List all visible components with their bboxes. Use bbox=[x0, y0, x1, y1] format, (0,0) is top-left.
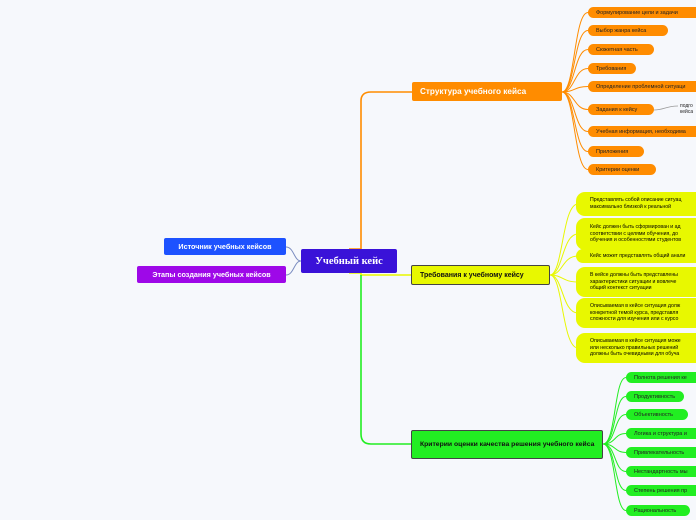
requirement-line: Кейс может представлять общий анали bbox=[590, 252, 686, 259]
task-subnote-line: подго bbox=[680, 103, 693, 109]
structure-item[interactable]: Критерии оценки bbox=[588, 164, 656, 175]
stages-node[interactable]: Этапы создания учебных кейсов bbox=[137, 266, 286, 283]
connector bbox=[561, 91, 589, 170]
structure-item[interactable]: Задания к кейсу bbox=[588, 104, 654, 115]
connector bbox=[561, 49, 589, 93]
requirement-item[interactable]: Кейс может представлять общий анали bbox=[576, 249, 696, 263]
requirement-line: конкретной темой курса, представля bbox=[590, 309, 679, 316]
structure-item[interactable]: Формулирование цели и задачи bbox=[588, 7, 696, 18]
connector bbox=[285, 246, 302, 262]
criteria-branch[interactable]: Критерии оценки качества решения учебног… bbox=[411, 430, 603, 459]
connector bbox=[285, 260, 302, 276]
task-subnote: подго кейса bbox=[680, 103, 693, 115]
requirement-line: характеристики ситуации и вовлече bbox=[590, 278, 677, 285]
connector bbox=[349, 272, 411, 276]
requirements-branch[interactable]: Требования к учебному кейсу bbox=[411, 265, 550, 285]
structure-item[interactable]: Учебная информация, необходима bbox=[588, 126, 696, 137]
requirement-line: Представлять собой описание ситуац bbox=[590, 197, 682, 204]
requirement-line: Описываемая в кейсе ситуация долж bbox=[590, 303, 681, 310]
connector bbox=[561, 12, 589, 93]
requirement-line: В кейсе должны быть представлены bbox=[590, 272, 678, 279]
requirement-line: должны быть очевидными для обуча bbox=[590, 351, 680, 358]
structure-item[interactable]: Приложения bbox=[588, 146, 644, 157]
connector bbox=[561, 30, 589, 93]
structure-item[interactable]: Выбор жанра кейса bbox=[588, 25, 668, 36]
connector bbox=[602, 414, 627, 445]
task-subnote-line: кейса bbox=[680, 109, 694, 115]
connector bbox=[602, 443, 627, 511]
criteria-item[interactable]: Объективность bbox=[626, 409, 688, 420]
criteria-item[interactable]: Полнота решения ке bbox=[626, 372, 696, 383]
connector bbox=[360, 275, 411, 445]
connector bbox=[549, 203, 579, 276]
criteria-item[interactable]: Степень решения пр bbox=[626, 485, 696, 496]
requirement-line: максимально близкой к реальной bbox=[590, 204, 671, 210]
requirement-line: общий контекст ситуации bbox=[590, 285, 652, 292]
requirement-line: сложности для изучения или с курсо bbox=[590, 316, 679, 323]
connector bbox=[549, 255, 579, 276]
connector bbox=[602, 396, 627, 445]
requirement-line: Кейс должен быть сформирован и ад bbox=[590, 224, 681, 231]
structure-item[interactable]: Сюжетная часть bbox=[588, 44, 654, 55]
criteria-item[interactable]: Продуктивность bbox=[626, 391, 684, 402]
criteria-item[interactable]: Рациональность bbox=[626, 505, 690, 516]
criteria-item[interactable]: Нестандартность мы bbox=[626, 466, 696, 477]
structure-branch[interactable]: Структура учебного кейса bbox=[412, 82, 562, 101]
connector bbox=[602, 443, 627, 491]
connector bbox=[549, 233, 579, 276]
connector bbox=[653, 105, 679, 111]
connector bbox=[602, 433, 627, 445]
requirement-line: соответствии с целями обучения, до bbox=[590, 230, 679, 237]
connector bbox=[561, 68, 589, 93]
criteria-item[interactable]: Привлекательность bbox=[626, 447, 696, 458]
connector bbox=[549, 274, 579, 349]
connector bbox=[349, 91, 412, 250]
connector bbox=[549, 274, 579, 314]
sources-node[interactable]: Источник учебных кейсов bbox=[164, 238, 286, 255]
requirement-line: или несколько правильных решений bbox=[590, 344, 679, 351]
structure-item[interactable]: Требования bbox=[588, 63, 636, 74]
criteria-item[interactable]: Логика и структура и bbox=[626, 428, 696, 439]
root-node[interactable]: Учебный кейс bbox=[301, 249, 397, 273]
requirement-line: Описываемая в кейсе ситуация може bbox=[590, 338, 681, 345]
requirement-line: обучения и особенностями студентов bbox=[590, 237, 681, 244]
requirement-text: Кейс может представлять общий анали bbox=[590, 253, 685, 260]
structure-item[interactable]: Определение проблемной ситуаци bbox=[588, 81, 696, 92]
